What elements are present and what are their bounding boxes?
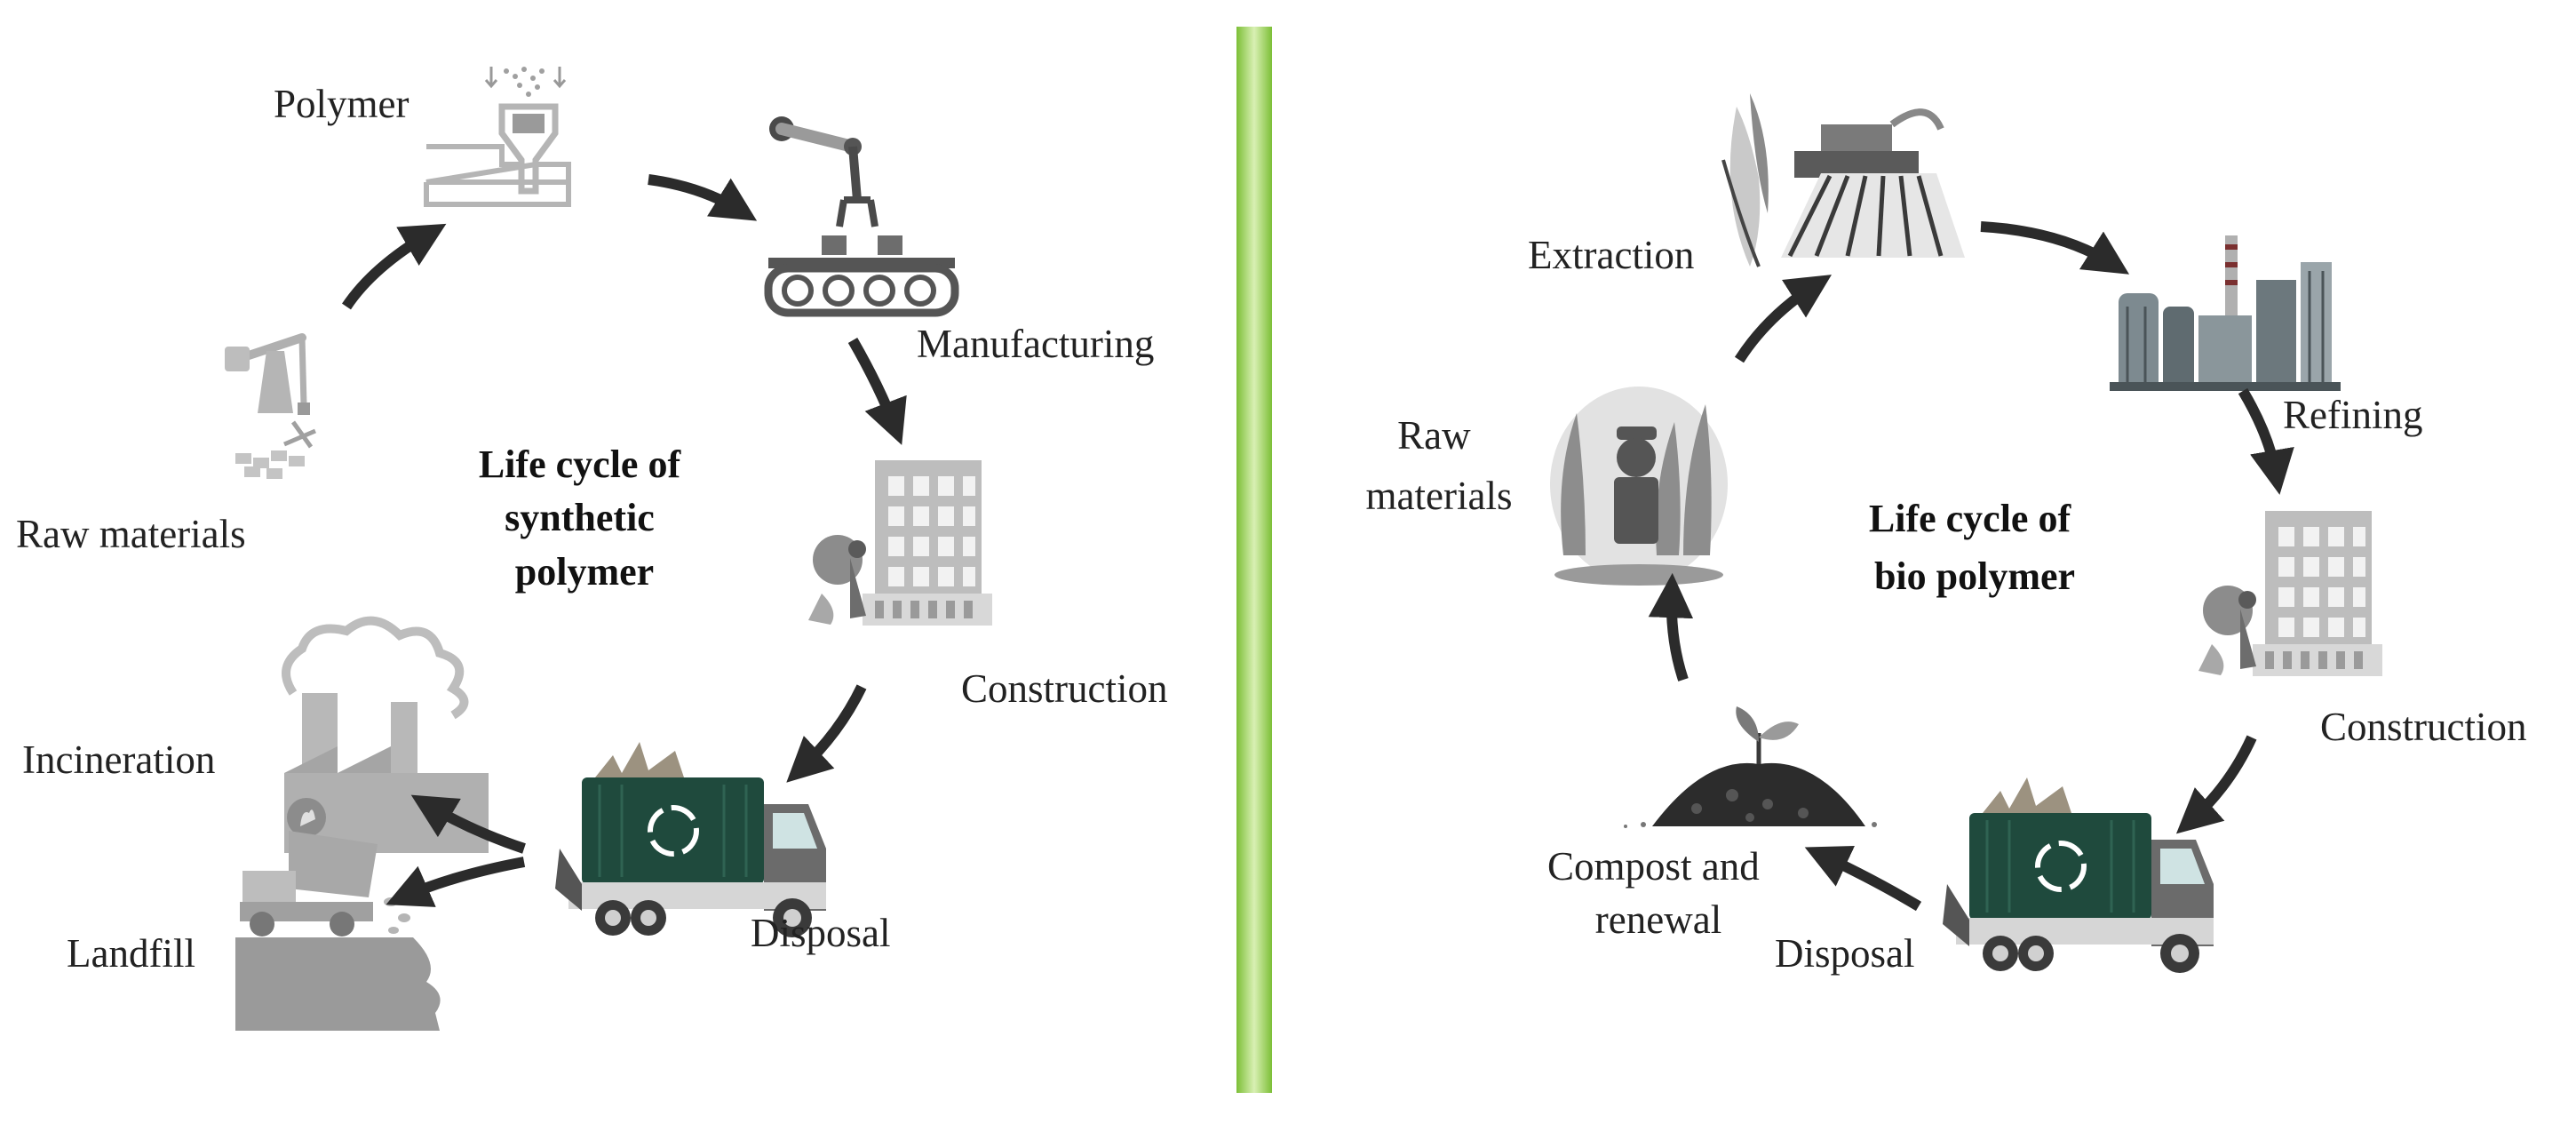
- title-synthetic-line-2: synthetic: [505, 496, 655, 539]
- polymer-hopper-icon: [424, 67, 571, 207]
- center-divider: [1236, 27, 1272, 1093]
- label-compost-line-2: renewal: [1595, 897, 1721, 942]
- synthetic-cycle: Polymer Manufacturing Construction: [16, 67, 1168, 1031]
- synthetic-arrows: [342, 174, 907, 907]
- arrow-disposal-to-landfill: [386, 857, 526, 907]
- label-construction-bio: Construction: [2320, 705, 2527, 749]
- label-compost-line-1: Compost and: [1547, 844, 1760, 889]
- label-refining: Refining: [2283, 393, 2422, 437]
- garbage-truck-icon: [555, 742, 826, 937]
- robot-arm-conveyor-icon: [764, 116, 959, 317]
- arrow-disposal-to-incineration: [410, 794, 526, 854]
- arrow-compost-to-raw: [1648, 572, 1694, 682]
- label-raw-materials-synthetic: Raw materials: [16, 512, 246, 556]
- arrow-extraction-to-refining: [1980, 221, 2130, 275]
- incineration-factory-icon: [282, 616, 489, 853]
- corn-harvest-icon: [1721, 93, 1965, 267]
- label-disposal-synthetic: Disposal: [751, 911, 891, 955]
- label-compost: Compost and renewal: [1547, 844, 1769, 942]
- label-construction-synthetic: Construction: [961, 666, 1168, 711]
- title-bio-line-2: bio polymer: [1874, 554, 2075, 598]
- building-construction-icon: [808, 460, 992, 626]
- title-synthetic-line-3: polymer: [515, 550, 654, 594]
- compost-sprout-icon: [1624, 706, 1877, 828]
- title-bio-line-1: Life cycle of: [1869, 497, 2072, 540]
- arrow-raw-to-extraction: [1734, 275, 1833, 363]
- corn-field-farmer-icon: [1550, 387, 1728, 586]
- label-polymer: Polymer: [274, 82, 409, 126]
- arrow-manufacturing-to-construction: [847, 338, 907, 445]
- title-synthetic-line-1: Life cycle of: [479, 442, 682, 486]
- label-manufacturing: Manufacturing: [917, 322, 1154, 366]
- refinery-icon: [2110, 235, 2341, 391]
- bio-arrows: [1648, 221, 2294, 912]
- garbage-truck-icon: [1943, 777, 2214, 973]
- oil-pump-icon: [225, 333, 316, 479]
- arrow-raw-to-polymer: [342, 223, 447, 310]
- label-raw-materials-bio: Raw materials: [1366, 413, 1513, 518]
- label-disposal-bio: Disposal: [1775, 931, 1915, 976]
- bio-cycle: Extraction Refining Construction Disposa…: [1366, 93, 2527, 976]
- label-raw-materials-bio-line-1: Raw: [1397, 413, 1471, 458]
- label-raw-materials-bio-line-2: materials: [1366, 474, 1513, 518]
- arrow-refining-to-construction: [2238, 387, 2294, 495]
- title-bio: Life cycle of bio polymer: [1869, 497, 2080, 598]
- landfill-dump-truck-icon: [235, 831, 441, 1031]
- arrow-disposal-to-compost: [1804, 845, 1922, 912]
- label-extraction: Extraction: [1528, 233, 1694, 277]
- arrow-construction-to-disposal: [2175, 735, 2257, 834]
- label-incineration: Incineration: [22, 737, 215, 782]
- arrow-polymer-to-manufacturing: [648, 174, 758, 221]
- title-synthetic: Life cycle of synthetic polymer: [479, 442, 690, 594]
- arrow-construction-to-disposal: [786, 684, 867, 783]
- building-construction-icon: [2198, 511, 2382, 676]
- label-landfill: Landfill: [67, 931, 195, 976]
